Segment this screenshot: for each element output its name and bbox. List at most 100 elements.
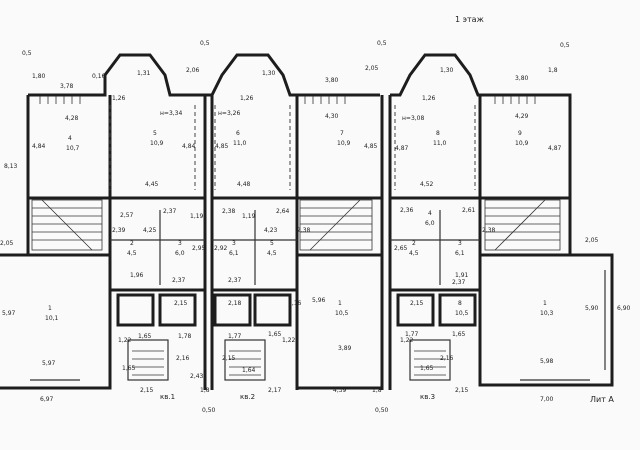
dimension: 2,15 <box>140 387 154 394</box>
dimension: 1,26 <box>422 95 436 102</box>
room-number: 5 <box>153 130 157 137</box>
dimension: 4,28 <box>65 115 79 122</box>
dimension: 0,50 <box>202 407 216 414</box>
dimension: 1,8 <box>372 387 382 394</box>
room-area: 10,1 <box>45 315 59 322</box>
dimension: 7,00 <box>540 396 554 403</box>
room-number: 4 <box>428 210 432 217</box>
windows <box>30 270 606 381</box>
room-area: 10,7 <box>66 145 80 152</box>
dimension: 2,15 <box>222 355 236 362</box>
room-area: 10,5 <box>455 310 469 317</box>
dimension: 4,52 <box>420 181 434 188</box>
room-number: 5 <box>270 240 274 247</box>
dimension: 0,5 <box>560 42 570 49</box>
dimension: 2,05 <box>0 240 14 247</box>
dimension: 2,38 <box>482 227 496 234</box>
dimension: 2,38 <box>297 227 311 234</box>
dimension: 1,77 <box>405 331 419 338</box>
dimension: 2,37 <box>452 279 466 286</box>
room-number: 8 <box>436 130 440 137</box>
room-area: 4,5 <box>127 250 137 257</box>
dimension: 2,15 <box>410 300 424 307</box>
dimension: 1,22 <box>400 337 414 344</box>
dimension: 1,30 <box>262 70 276 77</box>
dimension: 5,97 <box>2 310 16 317</box>
dimension: 1,65 <box>420 365 434 372</box>
dimension: 5,97 <box>42 360 56 367</box>
dimension: 1,77 <box>228 333 242 340</box>
dimension: 1,65 <box>268 331 282 338</box>
dimension: 4,87 <box>548 145 562 152</box>
dimension: 3,80 <box>325 77 339 84</box>
dimension: 1,65 <box>122 365 136 372</box>
dimension: 0,5 <box>200 40 210 47</box>
dimension: 1,26 <box>240 95 254 102</box>
room-number: 1 <box>48 305 52 312</box>
dimension: 4,87 <box>395 145 409 152</box>
dimension: 0,50 <box>375 407 389 414</box>
unit-labels: кв.1 кв.2 кв.3 <box>160 393 435 401</box>
dimension: 1,22 <box>118 337 132 344</box>
dimension: 2,15 <box>174 300 188 307</box>
room-area: 6,0 <box>175 250 185 257</box>
dimension: 4,84 <box>182 143 196 150</box>
unit-label: кв.3 <box>420 393 435 401</box>
dimension: 4,85 <box>215 143 229 150</box>
dimension: 1,91 <box>455 272 469 279</box>
room-area: 11,0 <box>433 140 447 147</box>
room-number: 2 <box>412 240 416 247</box>
floor-label: 1 этаж <box>455 15 484 24</box>
dimension: 1,65 <box>138 333 152 340</box>
dimension: 2,92 <box>214 245 228 252</box>
dimension: 2,61 <box>462 207 476 214</box>
dimension: 4,25 <box>143 227 157 234</box>
dimension: 8,13 <box>4 163 18 170</box>
dimension: 5,98 <box>540 358 554 365</box>
room-area: 4,5 <box>267 250 277 257</box>
room-number: 2 <box>130 240 134 247</box>
dimension: 0,5 <box>22 50 32 57</box>
room-number: 3 <box>232 240 236 247</box>
dimension: 1,19 <box>190 213 204 220</box>
dimension: 2,06 <box>186 67 200 74</box>
room-number: 4 <box>68 135 72 142</box>
dimension: 2,43 <box>190 373 204 380</box>
dimension: 4,84 <box>32 143 46 150</box>
dimension: 1,22 <box>282 337 296 344</box>
dimension: 1,78 <box>178 333 192 340</box>
room-number: 7 <box>340 130 344 137</box>
dimension: 1,19 <box>242 213 256 220</box>
room-height: н=3,26 <box>218 110 240 117</box>
dimension: 2,17 <box>268 387 282 394</box>
dimension: 1,80 <box>32 73 46 80</box>
room-area: 6,0 <box>425 220 435 227</box>
dimension: 2,37 <box>228 277 242 284</box>
dimension: 1,8 <box>548 67 558 74</box>
dimension: 4,29 <box>515 113 529 120</box>
room-area: 6,1 <box>229 250 239 257</box>
bay-lines <box>109 105 476 190</box>
room-area: 11,0 <box>233 140 247 147</box>
dimension: 0,5 <box>377 40 387 47</box>
room-labels: 4 10,7 н=3,34 5 10,9 н=3,26 6 11,0 7 10,… <box>45 110 554 322</box>
dimension: 2,16 <box>176 355 190 362</box>
dimension: 2,38 <box>222 208 236 215</box>
room-number: 3 <box>178 240 182 247</box>
dimension: 2,05 <box>585 237 599 244</box>
dimension: 1,96 <box>130 272 144 279</box>
dimension: 0,16 <box>92 73 106 80</box>
dimension: 4,45 <box>145 181 159 188</box>
dimension: 5,90 <box>585 305 599 312</box>
outer-walls <box>0 53 614 390</box>
stairs <box>31 96 561 376</box>
dimension: 4,48 <box>237 181 251 188</box>
dimension: 4,30 <box>325 113 339 120</box>
dimension: 3,78 <box>60 83 74 90</box>
dimension: 3,80 <box>515 75 529 82</box>
dimension: 1,16 <box>288 300 302 307</box>
dimension: 6,97 <box>40 396 54 403</box>
room-area: 10,9 <box>515 140 529 147</box>
